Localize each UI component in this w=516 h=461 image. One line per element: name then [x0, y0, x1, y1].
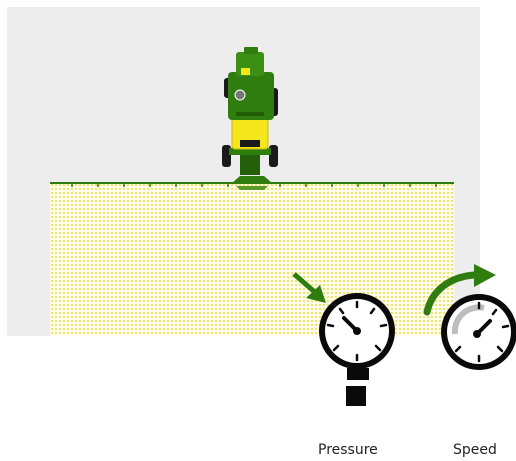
arrow-icon: [294, 274, 326, 303]
pressure-gauge-icon: [319, 293, 395, 406]
pressure-label: Pressure: [318, 441, 378, 459]
speedometer-icon: [441, 294, 516, 370]
speed-label: Speed: [453, 441, 497, 459]
tractor-sprayer-icon: [50, 47, 454, 190]
